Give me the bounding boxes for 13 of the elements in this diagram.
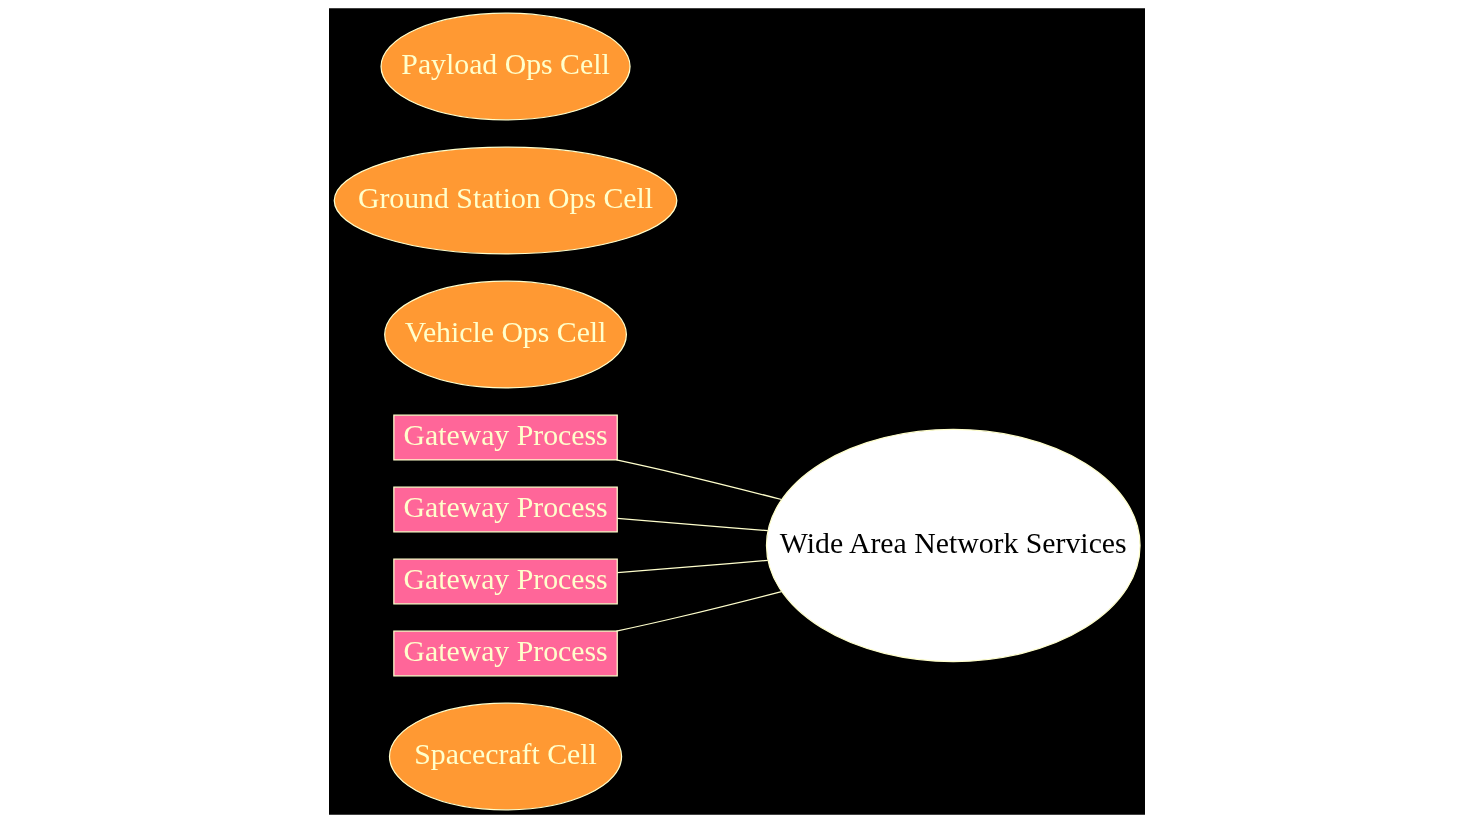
connector: [615, 590, 783, 632]
node-ellipse: Vehicle Ops Cell: [384, 280, 627, 389]
node-ellipse: Ground Station Ops Cell: [333, 146, 678, 255]
connector: [616, 559, 769, 574]
node-ellipse: Spacecraft Cell: [388, 702, 623, 811]
node-box: Gateway Process: [393, 558, 618, 605]
connector: [615, 459, 783, 501]
node-box: Gateway Process: [393, 414, 618, 461]
node-box: Gateway Process: [393, 486, 618, 533]
node-ellipse: Wide Area Network Services: [765, 428, 1141, 663]
node-ellipse: Payload Ops Cell: [380, 12, 631, 121]
connector: [616, 517, 769, 532]
node-box: Gateway Process: [393, 630, 618, 677]
